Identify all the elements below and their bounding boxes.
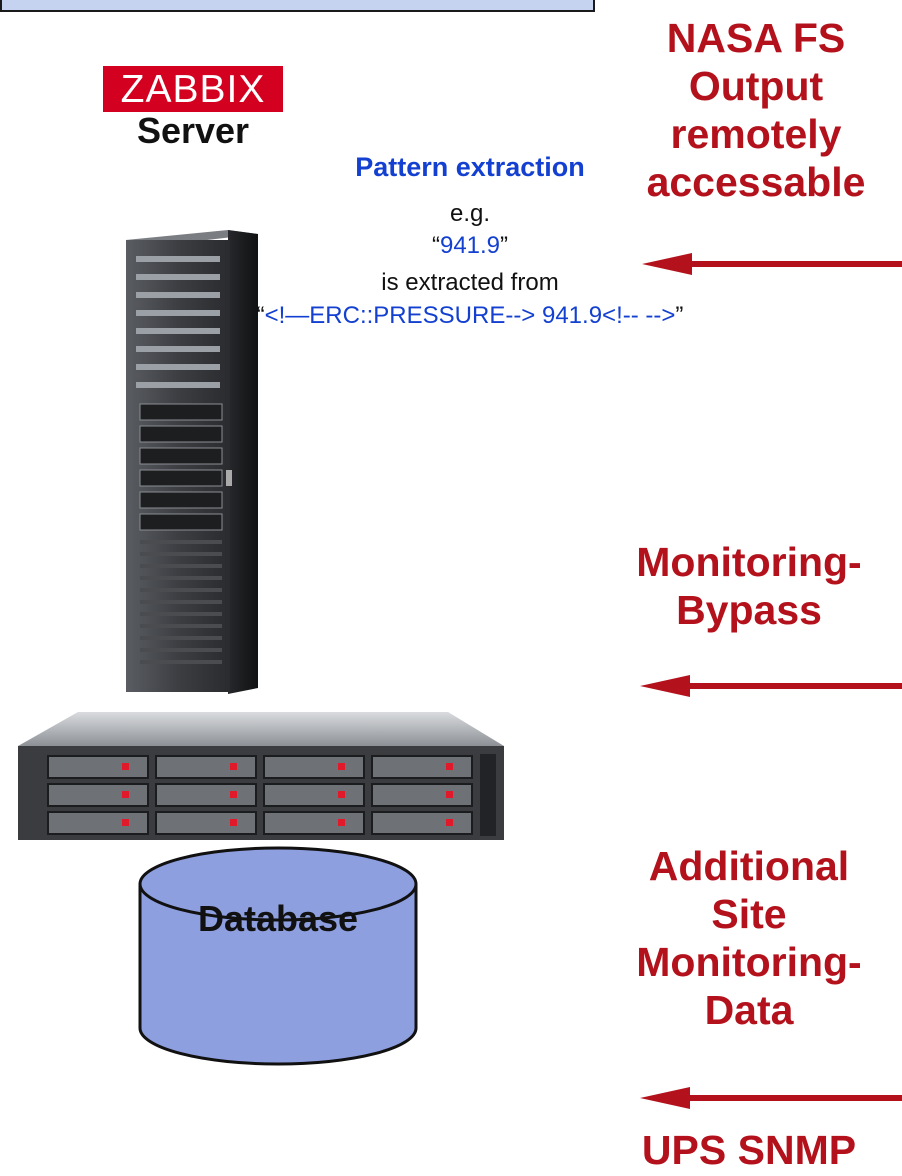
source-text: <!—ERC::PRESSURE--> 941.9<!-- --> [264, 302, 676, 329]
nasa-line-3: remotely [670, 111, 842, 157]
arrow-left-icon [686, 683, 902, 689]
extracted-from-label: is extracted from [381, 269, 559, 296]
arrow-left-icon [686, 1095, 902, 1101]
extracted-value: “941.9” [431, 232, 509, 259]
top-frame [0, 0, 595, 12]
pattern-extraction-title: Pattern extraction [355, 152, 585, 182]
additional-line-4: Data [704, 987, 794, 1033]
value-text: 941.9 [439, 232, 501, 259]
additional-line-2: Site [711, 891, 787, 937]
ups-snmp-label: UPS SNMP [641, 1127, 857, 1173]
nasa-fs-label: NASA FS Output remotely accessable [610, 14, 902, 206]
source-pattern: “<!—ERC::PRESSURE--> 941.9<!-- -->” [256, 302, 684, 329]
rack-server-icon [126, 230, 258, 694]
bypass-line-1: Monitoring- [636, 539, 862, 585]
server-title: Server [136, 110, 250, 151]
nasa-line-2: Output [688, 63, 824, 109]
bypass-line-2: Bypass [676, 587, 822, 633]
nasa-line-4: accessable [646, 159, 866, 205]
eg-label: e.g. [449, 200, 491, 227]
zabbix-logo: ZABBIX [103, 66, 283, 112]
arrow-head-icon [640, 675, 690, 697]
database-cylinder-icon [138, 846, 418, 1066]
arrow-head-icon [642, 253, 692, 275]
arrow-left-icon [688, 261, 902, 267]
monitoring-bypass-label: Monitoring- Bypass [596, 538, 902, 634]
additional-line-1: Additional [648, 843, 850, 889]
additional-line-3: Monitoring- [636, 939, 862, 985]
nasa-line-1: NASA FS [666, 15, 846, 61]
additional-site-monitoring-label: Additional Site Monitoring- Data [596, 842, 902, 1034]
storage-array-icon [18, 712, 504, 840]
arrow-head-icon [640, 1087, 690, 1109]
database-label: Database [197, 898, 359, 939]
